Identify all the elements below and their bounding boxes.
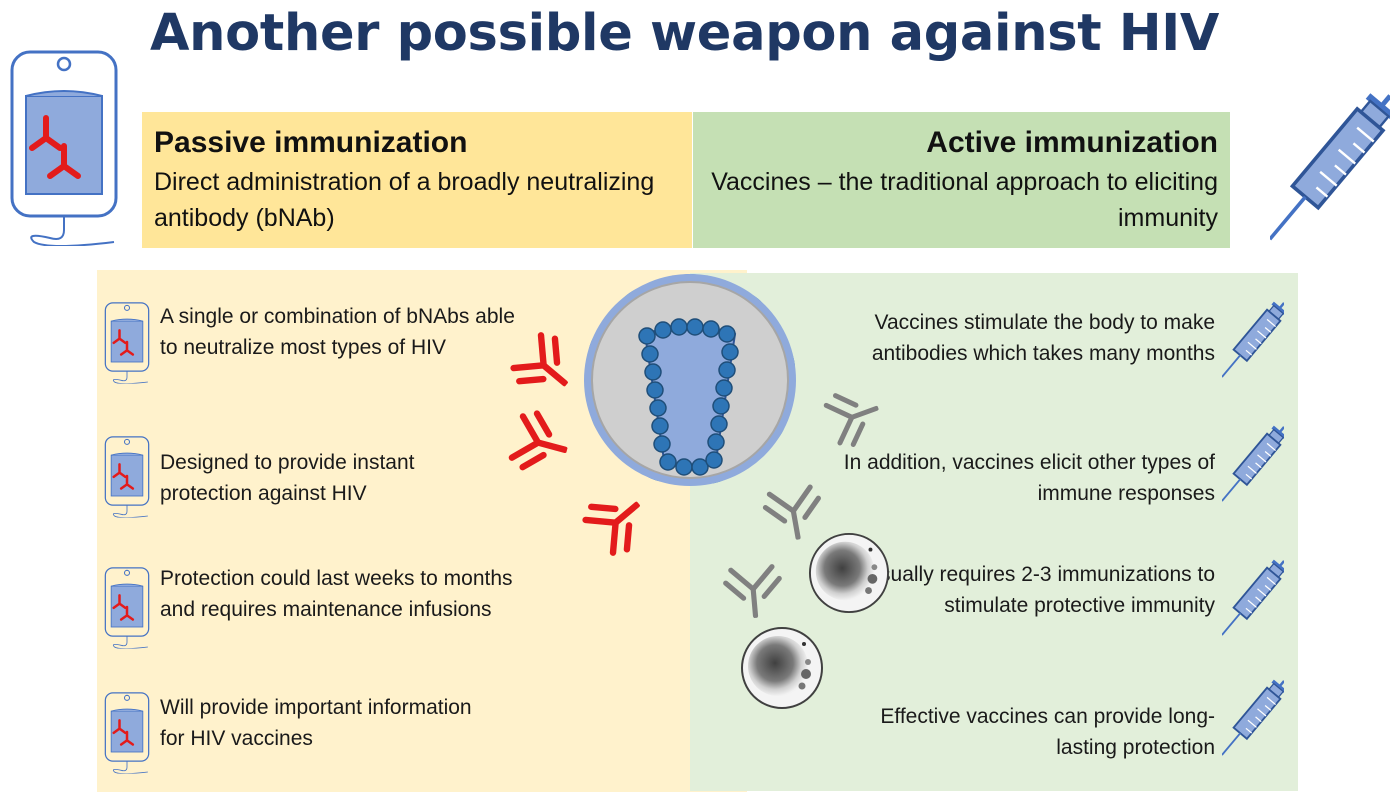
hiv-virus-icon [584,274,796,486]
iv-bag-icon [4,46,124,246]
antibody-icon [725,566,783,618]
page-title: Another possible weapon against HIV [150,4,1220,63]
iv-bag-icon [102,565,152,649]
passive-immunization-header: Passive immunization Direct administrati… [142,112,692,248]
passive-heading: Passive immunization [154,126,468,159]
antibody-icon [509,330,582,404]
syringe-icon [1222,290,1284,390]
active-item-2: In addition, vaccines elicit other types… [843,451,1215,505]
antibody-icon [824,384,885,449]
passive-item-2: Designed to provide instant protection a… [160,451,415,505]
antibody-icon [581,484,654,558]
active-heading: Active immunization [926,126,1218,159]
active-item-1: Vaccines stimulate the body to make anti… [871,311,1215,365]
active-immunization-header: Active immunization Vaccines – the tradi… [693,112,1230,248]
active-item-3: Usually requires 2-3 immunizations to st… [864,563,1215,617]
hiv-illustration [490,270,910,730]
immune-cell-icon [808,532,890,614]
passive-item-3: Protection could last weeks to months an… [160,567,513,621]
iv-bag-icon [102,434,152,518]
active-description: Vaccines – the traditional approach to e… [711,168,1218,232]
immune-cell-icon [741,627,823,709]
syringe-icon [1222,668,1284,768]
antibody-icon [763,486,824,542]
syringe-icon [1222,548,1284,648]
passive-description: Direct administration of a broadly neutr… [154,168,655,232]
syringe-icon [1270,70,1390,265]
syringe-icon [1222,414,1284,514]
active-item-4: Effective vaccines can provide long-last… [880,705,1215,759]
passive-item-1: A single or combination of bNAbs able to… [160,305,515,359]
passive-item-4: Will provide important information for H… [160,696,472,750]
iv-bag-icon [102,690,152,774]
iv-bag-icon [102,300,152,384]
antibody-icon [510,410,572,476]
